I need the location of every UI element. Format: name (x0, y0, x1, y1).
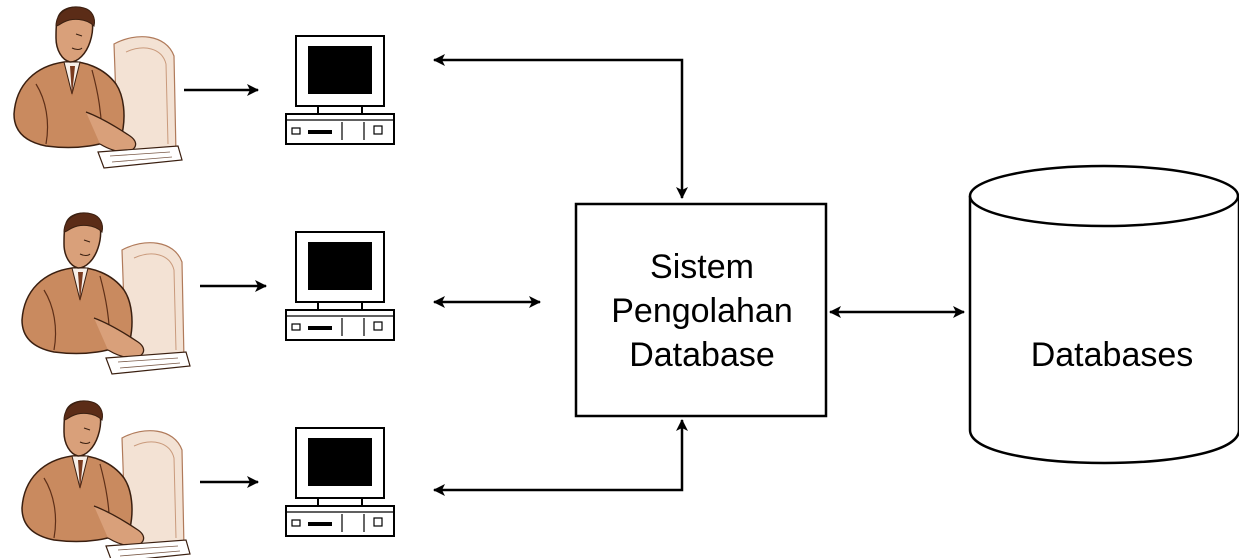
computer-to-system-connector (433, 419, 688, 496)
computer-to-system-connector (433, 54, 688, 199)
process-label-line-3: Database (629, 336, 775, 374)
desktop-computer-icon (285, 231, 395, 341)
desktop-computer-icon (285, 427, 395, 537)
person-at-computer-icon (13, 6, 183, 169)
processing-system-box (574, 202, 828, 418)
process-label-line-1: Sistem (650, 248, 754, 286)
desktop-computer-icon (285, 35, 395, 145)
person-at-computer-icon (21, 400, 191, 558)
database-label: Databases (1031, 336, 1194, 374)
person-at-computer-icon (21, 212, 191, 375)
process-label-line-2: Pengolahan (611, 292, 793, 330)
database-cylinder-icon (968, 164, 1239, 465)
